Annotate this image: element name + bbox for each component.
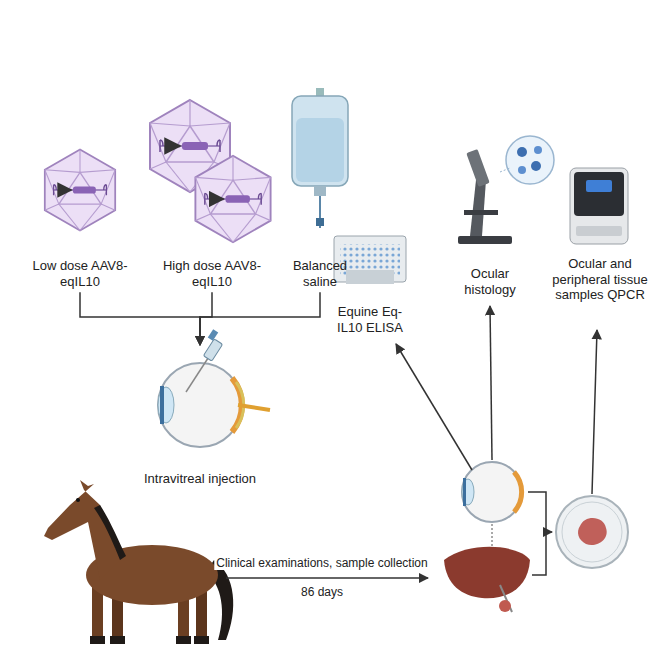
flow-connector bbox=[200, 292, 212, 345]
node-label: High dose AAV8-eqIL10 bbox=[162, 258, 262, 289]
liver bbox=[444, 547, 530, 598]
sampled-eye bbox=[462, 462, 522, 522]
node-label: Intravitreal injection bbox=[144, 471, 256, 487]
qpcr-machine bbox=[570, 168, 628, 244]
node-label: Low dose AAV8-eqIL10 bbox=[30, 258, 130, 289]
treatment-group: High dose AAV8-eqIL10 bbox=[162, 258, 262, 289]
timeline-label: 86 days bbox=[299, 585, 345, 599]
node-label: Ocular and peripheral tissue samples QPC… bbox=[552, 256, 648, 303]
node-label: Equine Eq-IL10 ELISA bbox=[328, 304, 412, 335]
injection-eye bbox=[158, 329, 270, 447]
horse bbox=[44, 480, 233, 644]
treatment-group: Low dose AAV8-eqIL10 bbox=[30, 258, 130, 289]
analysis-method: Ocular histology bbox=[454, 266, 526, 297]
saline-bag bbox=[292, 88, 348, 228]
analysis-method: Ocular and peripheral tissue samples QPC… bbox=[552, 256, 648, 303]
flow-connector bbox=[200, 292, 320, 345]
petri-dish bbox=[556, 496, 628, 568]
flow-connector bbox=[80, 292, 200, 345]
node-label: Ocular histology bbox=[454, 266, 526, 297]
treatment-group: Balanced saline bbox=[282, 258, 358, 289]
analysis-method: Equine Eq-IL10 ELISA bbox=[328, 304, 412, 335]
microscope bbox=[458, 136, 554, 244]
procedure-step: Intravitreal injection bbox=[115, 345, 285, 487]
node-label: Balanced saline bbox=[282, 258, 358, 289]
timeline-label: Clinical examinations, sample collection bbox=[214, 556, 429, 570]
